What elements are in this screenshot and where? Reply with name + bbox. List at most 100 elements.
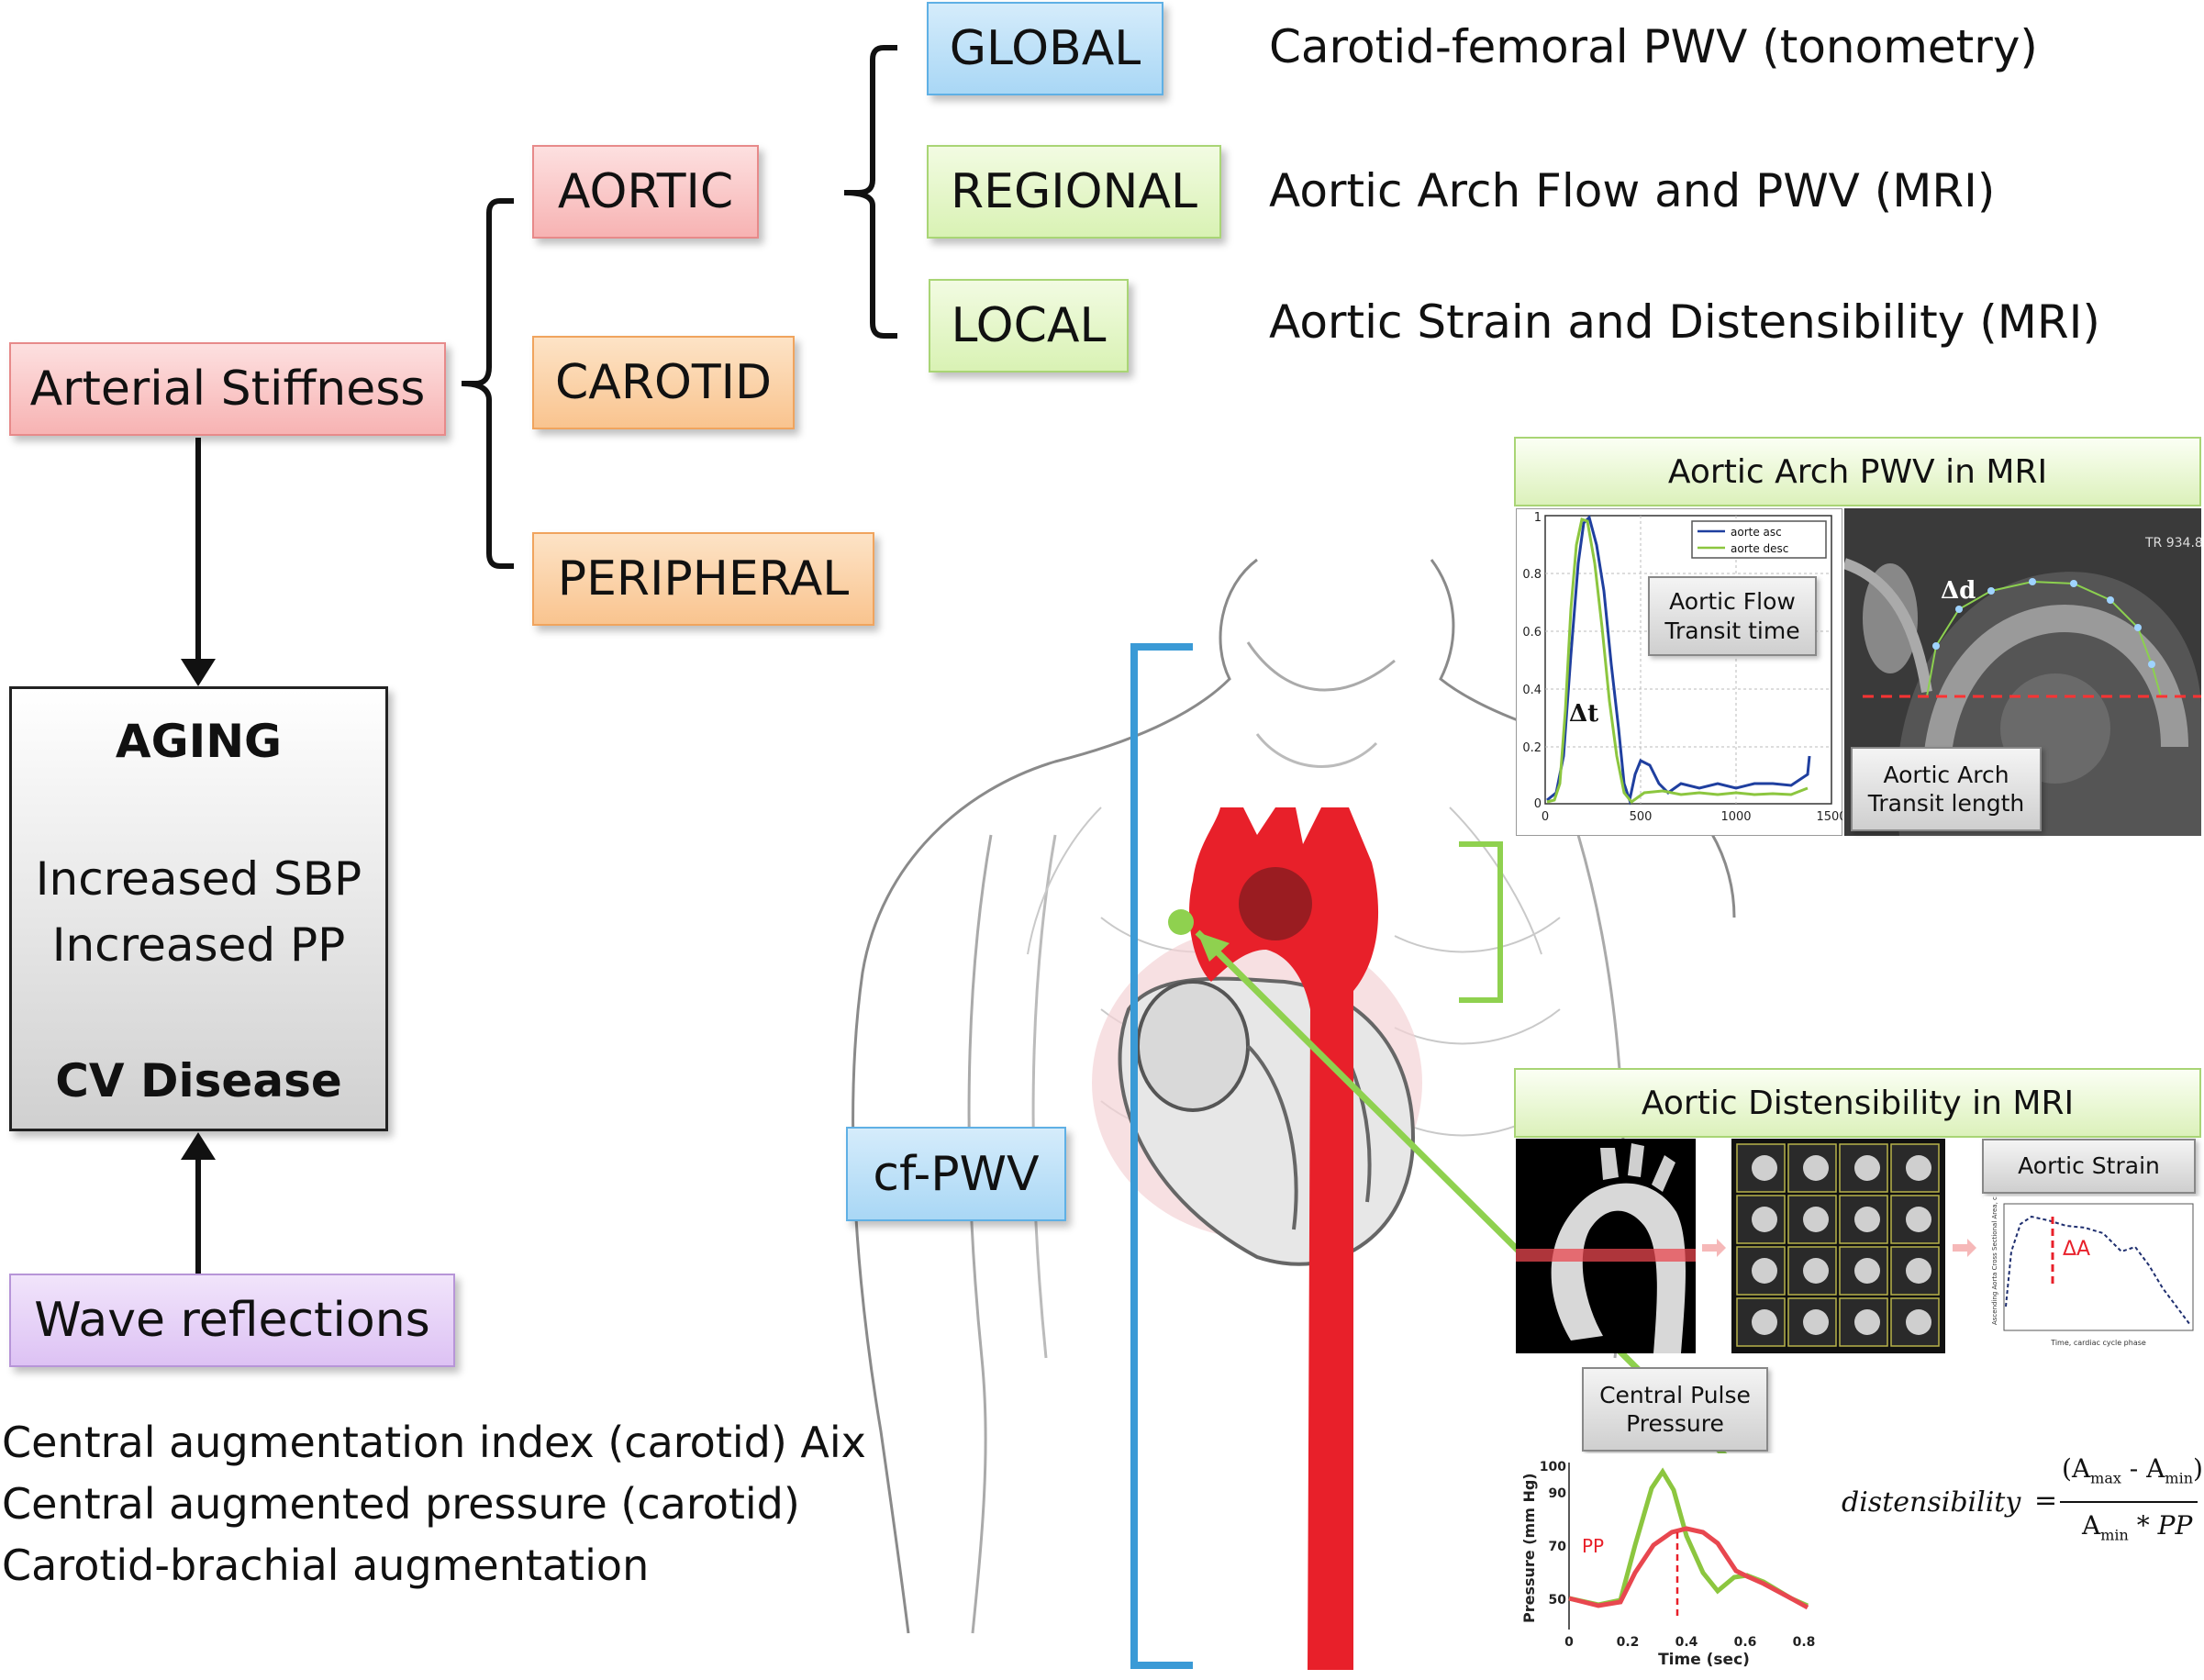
- mri-tr-text: TR 934.80: [2144, 536, 2201, 551]
- aorta: [1189, 807, 1379, 1670]
- flow-xtick: 0: [1542, 810, 1549, 824]
- aging-pp: Increased PP: [51, 918, 346, 972]
- distensibility-panel-title: Aortic Distensibility in MRI: [1514, 1068, 2201, 1138]
- aortic-flow-transit-label: Aortic Flow Transit time: [1648, 576, 1817, 656]
- flow-ytick: 0.6: [1522, 626, 1542, 640]
- mri-grid: [1731, 1139, 1945, 1353]
- aortic-arch-line2: Transit length: [1867, 790, 2025, 817]
- peripheral-box: PERIPHERAL: [532, 532, 874, 626]
- pressure-ytick: 90: [1549, 1486, 1567, 1501]
- local-box: LOCAL: [929, 279, 1129, 373]
- arterial-stiffness-box: Arterial Stiffness: [9, 342, 446, 436]
- cpp-line2: Pressure: [1626, 1410, 1724, 1437]
- mri-grid-vessel: [1752, 1258, 1777, 1284]
- aortic-arch-length-label: Aortic Arch Transit length: [1851, 747, 2042, 831]
- aorta-3d-render: [1516, 1139, 1696, 1353]
- flow-ytick: 0.8: [1522, 568, 1542, 582]
- torso-illustration: [852, 558, 1743, 1670]
- strain-xlabel: Time, cardiac cycle phase: [2050, 1339, 2146, 1347]
- bracket-stiffness-types: [461, 198, 514, 569]
- flow-ytick: 0: [1534, 797, 1542, 811]
- cpp-line1: Central Pulse: [1599, 1381, 1751, 1408]
- mri-grid-vessel: [1752, 1309, 1777, 1335]
- flow-ytick: 0.4: [1522, 684, 1542, 697]
- pressure-xlabel: Time (sec): [1658, 1651, 1750, 1669]
- aging-sbp: Increased SBP: [35, 852, 362, 906]
- flow-series-desc: [1546, 517, 1809, 805]
- formula-numerator: (Amax - Amin): [2062, 1453, 2203, 1487]
- flow-xtick: 500: [1630, 810, 1653, 824]
- pressure-ytick: 50: [1549, 1593, 1567, 1608]
- pp-label: PP: [1582, 1535, 1604, 1557]
- flow-xtick: 1000: [1720, 810, 1751, 824]
- mri-grid-vessel: [1854, 1155, 1880, 1181]
- pressure-xtick: 0.6: [1734, 1635, 1757, 1650]
- arrow-render-to-grid: [1702, 1239, 1726, 1257]
- mri-grid-vessel: [1803, 1207, 1829, 1232]
- mri-grid-vessel: [1854, 1309, 1880, 1335]
- mri-grid-vessel: [1906, 1258, 1931, 1284]
- mri-grid-vessel: [1752, 1207, 1777, 1232]
- aging-title: AGING: [115, 715, 283, 768]
- wave-measure-aix: Central augmentation index (carotid) Aix: [2, 1418, 866, 1467]
- mri-grid-vessel: [1854, 1258, 1880, 1284]
- mri-grid-vessel: [1906, 1207, 1931, 1232]
- pressure-xtick: 0.2: [1617, 1635, 1640, 1650]
- local-measure-marker: [1168, 909, 1194, 935]
- regional-method: Aortic Arch Flow and PWV (MRI): [1269, 164, 1996, 217]
- mri-grid-vessel: [1803, 1309, 1829, 1335]
- aortic-strain-label: Aortic Strain: [1982, 1139, 2196, 1194]
- bracket-aortic-scales: [843, 45, 897, 339]
- mri-grid-vessel: [1803, 1155, 1829, 1181]
- pressure-series-red: [1568, 1526, 1809, 1610]
- pressure-ytick: 70: [1549, 1540, 1567, 1554]
- pressure-xtick: 0: [1564, 1635, 1574, 1650]
- pressure-xtick: 0.8: [1793, 1635, 1816, 1650]
- aortic-flow-line2: Transit time: [1664, 617, 1800, 644]
- strain-ylabel: Ascending Aorta Cross Sectional Area, cm…: [1991, 1196, 1998, 1325]
- pressure-ytick: 100: [1540, 1460, 1566, 1474]
- local-method: Aortic Strain and Distensibility (MRI): [1269, 295, 2100, 349]
- mri-grid-vessel: [1906, 1155, 1931, 1181]
- wave-reflections-box: Wave reflections: [9, 1274, 455, 1367]
- global-method: Carotid-femoral PWV (tonometry): [1269, 20, 2038, 73]
- mri-grid-vessel: [1854, 1207, 1880, 1232]
- flow-series-asc: [1546, 515, 1811, 806]
- cf-pwv-bracket: [1130, 643, 1193, 1669]
- legend-asc: aorte asc: [1731, 526, 1782, 539]
- pwv-panel-title: Aortic Arch PWV in MRI: [1514, 437, 2201, 506]
- legend-desc: aorte desc: [1731, 542, 1788, 555]
- formula-lhs: distensibility: [1842, 1486, 2021, 1519]
- pressure-xtick: 0.4: [1675, 1635, 1698, 1650]
- regional-bracket: [1459, 841, 1503, 1003]
- global-box: GLOBAL: [927, 2, 1163, 95]
- mri-grid-vessel: [1803, 1258, 1829, 1284]
- aging-box: AGING Increased SBP Increased PP CV Dise…: [9, 686, 388, 1131]
- pressure-chart: 100 90 70 50 0 0.2 0.4 0.6 0.8 Pressure …: [1516, 1453, 1832, 1670]
- distensibility-formula: distensibility = (Amax - Amin) Amin * PP: [1842, 1453, 2203, 1544]
- delta-t-label: Δt: [1569, 700, 1598, 728]
- torso-outline-left: [852, 558, 1258, 1634]
- flow-ytick: 1: [1534, 511, 1542, 525]
- flow-xtick: 1500: [1816, 810, 1842, 824]
- mri-grid-vessel: [1906, 1309, 1931, 1335]
- aging-cv-disease: CV Disease: [55, 1054, 342, 1107]
- aortic-flow-line1: Aortic Flow: [1669, 588, 1796, 616]
- pressure-ylabel: Pressure (mm Hg): [1520, 1473, 1538, 1623]
- flow-ytick: 0.2: [1522, 741, 1542, 755]
- regional-box: REGIONAL: [927, 145, 1221, 239]
- cf-pwv-box: cf-PWV: [846, 1127, 1066, 1221]
- aortic-box: AORTIC: [532, 145, 759, 239]
- flow-chart: 1 0.8 0.6 0.4 0.2 0 0 500 1000 1500 Δt a…: [1516, 508, 1842, 836]
- strain-chart: ΔA Ascending Aorta Cross Sectional Area,…: [1984, 1196, 2200, 1352]
- central-pulse-pressure-label: Central Pulse Pressure: [1582, 1367, 1768, 1452]
- arrow-grid-to-strain: [1953, 1239, 1976, 1257]
- mri-grid-vessel: [1752, 1155, 1777, 1181]
- wave-measure-augmented-pressure: Central augmented pressure (carotid): [2, 1479, 800, 1529]
- carotid-box: CAROTID: [532, 336, 795, 429]
- wave-measure-carotid-brachial: Carotid-brachial augmentation: [2, 1541, 650, 1590]
- formula-denominator: Amin * PP: [2082, 1510, 2193, 1544]
- aortic-arch-line1: Aortic Arch: [1883, 761, 2009, 788]
- delta-a-label: ΔA: [2063, 1238, 2090, 1261]
